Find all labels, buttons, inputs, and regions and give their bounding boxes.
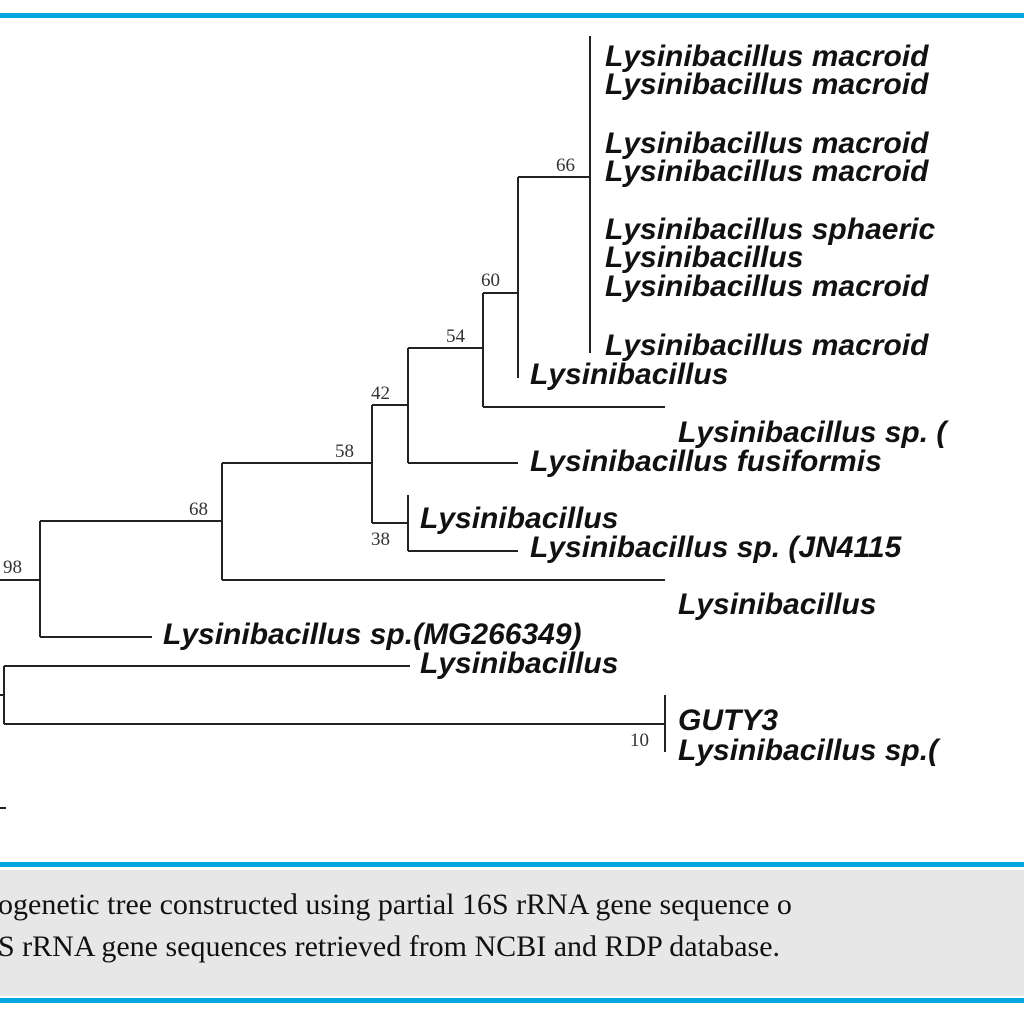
caption-bottom-rule — [0, 998, 1024, 1003]
taxon-label: Lysinibacillus sp.( — [678, 734, 941, 767]
taxon-label: Lysinibacillus — [605, 241, 803, 274]
taxon-label: Lysinibacillus macroid — [605, 270, 929, 303]
taxon-label: Lysinibacillus macroid — [605, 40, 929, 73]
taxon-label: Lysinibacillus — [420, 502, 618, 535]
taxon-label: Lysinibacillus macroid — [605, 68, 929, 101]
caption-line: ogenetic tree constructed using partial … — [0, 888, 792, 921]
taxon-label: Lysinibacillus — [678, 588, 876, 621]
taxon-label: Lysinibacillus sphaeric — [605, 213, 935, 246]
taxon-label: Lysinibacillus sp.(MG266349) — [163, 618, 582, 651]
bootstrap-value: 66 — [556, 155, 575, 176]
taxon-label: Lysinibacillus — [420, 647, 618, 680]
caption-top-rule — [0, 862, 1024, 867]
bootstrap-value: 58 — [335, 441, 354, 462]
bootstrap-value: 42 — [371, 383, 390, 404]
taxon-labels: Lysinibacillus macroid Lysinibacillus ma… — [163, 40, 949, 767]
taxon-label: Lysinibacillus sp. ( — [678, 416, 949, 449]
taxon-label: Lysinibacillus fusiformis — [530, 445, 882, 478]
taxon-label: Lysinibacillus macroid — [605, 127, 929, 160]
bootstrap-value: 68 — [189, 499, 208, 520]
bootstrap-values: 66 60 54 42 58 38 68 98 10 — [3, 155, 649, 751]
tree-branches — [0, 36, 666, 809]
bootstrap-value: 60 — [481, 270, 500, 291]
bootstrap-value: 54 — [446, 326, 466, 347]
phylogenetic-tree: 66 60 54 42 58 38 68 98 10 Lysinibacillu… — [0, 36, 949, 809]
bootstrap-value: 98 — [3, 557, 22, 578]
taxon-label: GUTY3 — [678, 704, 778, 737]
caption-line: S rRNA gene sequences retrieved from NCB… — [0, 930, 781, 963]
figure-caption: ogenetic tree constructed using partial … — [0, 870, 1024, 996]
taxon-label: Lysinibacillus macroid — [605, 155, 929, 188]
top-accent-bar — [0, 13, 1024, 18]
taxon-label: Lysinibacillus macroid — [605, 329, 929, 362]
taxon-label: Lysinibacillus — [530, 358, 728, 391]
bootstrap-value: 38 — [371, 529, 390, 550]
taxon-label: Lysinibacillus sp. (JN4115 — [530, 531, 903, 564]
bootstrap-value: 10 — [630, 730, 649, 751]
